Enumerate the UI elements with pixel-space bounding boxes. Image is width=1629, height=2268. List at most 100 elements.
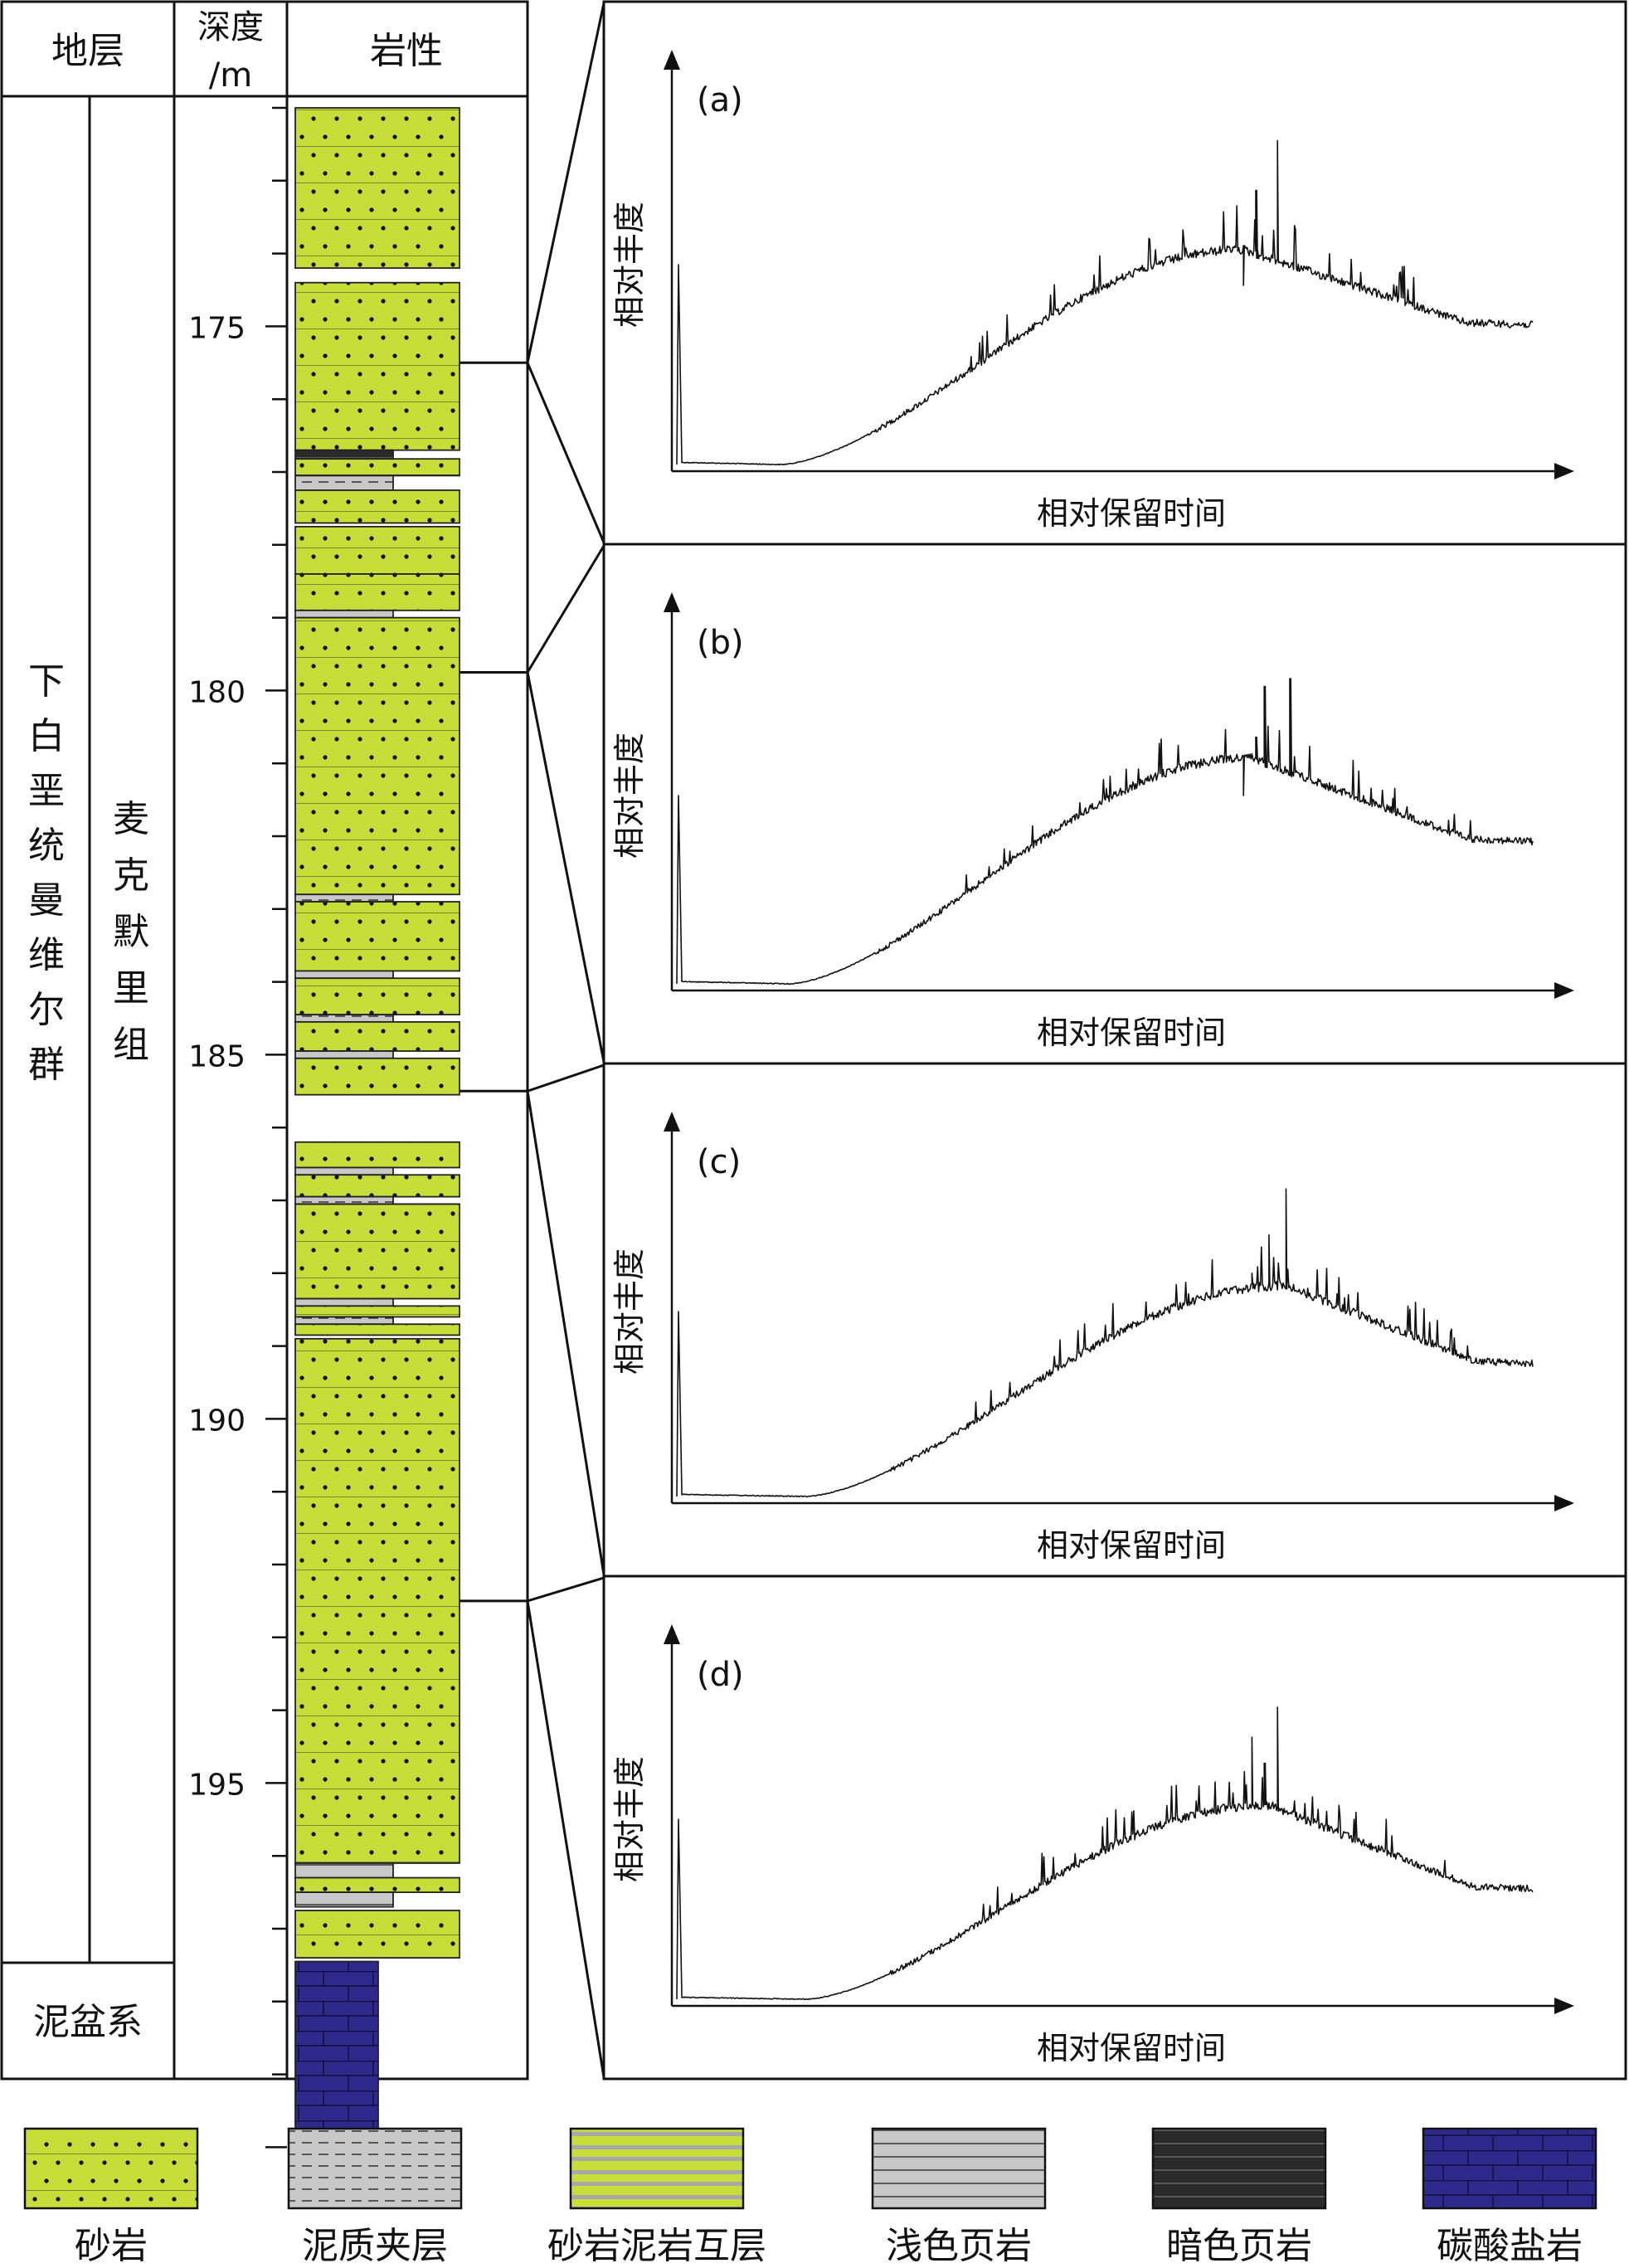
layer-sandstone — [294, 458, 460, 477]
layer-muddy-interlayer — [294, 1316, 394, 1326]
layer-sandstone — [294, 1141, 460, 1169]
legend-swatch — [23, 2127, 199, 2210]
link-line-upper — [460, 545, 605, 674]
depth-label: 185 — [188, 1039, 246, 1073]
depth-label: 190 — [188, 1404, 246, 1438]
legend-swatch — [871, 2127, 1047, 2210]
x-axis-label: 相对保留时间 — [1037, 2030, 1226, 2066]
y-axis-arrow-icon — [664, 1624, 680, 1644]
panel-frame — [602, 1574, 1627, 2081]
legend-swatch — [1151, 2127, 1327, 2210]
link-line-lower — [526, 1600, 605, 2078]
chromatogram-trace — [676, 1706, 1534, 2001]
legend-item-dark-shale: 暗色页岩 — [1151, 2127, 1327, 2267]
legend-swatch — [569, 2127, 745, 2210]
legend: 砂岩泥质夹层 砂岩泥岩互层 浅色页岩暗色页岩 碳酸盐岩 — [23, 2127, 1597, 2267]
legend-swatch — [287, 2127, 463, 2210]
layer-muddy-interlayer — [294, 609, 394, 619]
layer-muddy-interlayer — [294, 475, 394, 491]
x-axis-label: 相对保留时间 — [1037, 1015, 1226, 1051]
layer-sandstone — [294, 107, 460, 270]
legend-item-sandstone: 砂岩 — [23, 2127, 199, 2267]
y-axis-label: 相对丰度 — [611, 732, 648, 859]
panel-label: (c) — [697, 1143, 741, 1181]
layer-sandstone — [294, 1203, 460, 1300]
panel-frame — [602, 1062, 1627, 1578]
legend-item-carbonate: 碳酸盐岩 — [1422, 2127, 1597, 2267]
depth-label: 175 — [188, 311, 246, 345]
panel-frame — [602, 543, 1627, 1065]
legend-item-muddy-interlayer: 泥质夹层 — [287, 2127, 463, 2267]
y-axis-arrow-icon — [664, 1112, 680, 1132]
y-axis-arrow-icon — [664, 50, 680, 70]
chromatogram-trace — [676, 1188, 1534, 1498]
x-axis-arrow-icon — [1554, 463, 1574, 479]
link-line-lower — [526, 362, 605, 543]
layer-light-shale — [294, 1862, 394, 1879]
header-stratum: 地层 — [51, 30, 124, 72]
layer-sandstone — [294, 901, 460, 972]
y-axis-label: 相对丰度 — [611, 1756, 648, 1882]
chromatogram-panels: (a)相对保留时间相对丰度(b)相对保留时间相对丰度(c)相对保留时间相对丰度(… — [602, 0, 1627, 2081]
chromatogram-trace — [676, 139, 1534, 466]
layer-sandstone — [294, 281, 460, 451]
layer-sandstone — [294, 1910, 460, 1959]
depth-axis: 175 180 185 190 195 — [188, 106, 287, 2149]
link-line-upper — [460, 2, 605, 364]
layer-sandstone — [294, 1337, 460, 1864]
layer-sandstone — [294, 489, 460, 524]
layer-sandstone — [294, 1323, 460, 1336]
legend-swatch — [1422, 2127, 1597, 2210]
layer-sandstone — [294, 573, 460, 611]
legend-item-light-shale: 浅色页岩 — [871, 2127, 1047, 2267]
panel-label: (a) — [697, 81, 743, 119]
link-line-lower — [526, 1091, 605, 1575]
layer-muddy-interlayer — [294, 1166, 394, 1176]
legend-label: 暗色页岩 — [1166, 2225, 1312, 2267]
chromatogram-panel: (a) 相对保留时间 相对丰度 — [602, 0, 1627, 546]
layer-sandstone — [294, 1305, 460, 1318]
header-depth-line2: /m — [209, 56, 252, 95]
link-line-upper — [460, 1576, 605, 1603]
layer-dark-shale — [294, 449, 394, 460]
formation-label: 麦克默里组 — [113, 798, 149, 1066]
y-axis-label: 相对丰度 — [611, 202, 648, 328]
layer-light-shale — [294, 1891, 394, 1908]
layer-sandstone — [294, 977, 460, 1016]
layer-sandstone — [294, 1057, 460, 1096]
layer-muddy-interlayer — [294, 1050, 394, 1059]
x-axis-arrow-icon — [1554, 982, 1574, 999]
group-label: 下白垩统曼维尔群 — [28, 660, 65, 1086]
link-line-upper — [460, 1063, 605, 1093]
depth-label: 180 — [188, 675, 246, 709]
stratigraphic-column: 地层 深度 /m 岩性 下白垩统曼维尔群 麦克默里组 泥盆系 175180185… — [0, 0, 529, 2185]
y-axis-arrow-icon — [664, 592, 680, 612]
y-axis-label: 相对丰度 — [611, 1248, 648, 1375]
chromatogram-panel: (b) 相对保留时间 相对丰度 — [602, 543, 1627, 1065]
link-line-lower — [526, 672, 605, 1063]
legend-label: 泥质夹层 — [302, 2225, 448, 2267]
chromatogram-panel: (c) 相对保留时间 相对丰度 — [602, 1062, 1627, 1578]
layer-muddy-interlayer — [294, 893, 394, 903]
legend-label: 砂岩泥岩互层 — [547, 2225, 766, 2267]
x-axis-arrow-icon — [1554, 1495, 1574, 1511]
depth-label: 195 — [188, 1768, 246, 1802]
panel-frame — [602, 0, 1627, 546]
layer-sandstone — [294, 1174, 460, 1198]
panel-label: (d) — [697, 1656, 744, 1694]
x-axis-arrow-icon — [1554, 1998, 1574, 2014]
depth-link-lines — [460, 2, 605, 2078]
header-depth-line1: 深度 — [197, 8, 264, 46]
layer-muddy-interlayer — [294, 1297, 394, 1307]
legend-label: 碳酸盐岩 — [1437, 2225, 1583, 2267]
panel-label: (b) — [697, 624, 744, 662]
layer-muddy-interlayer — [294, 1195, 394, 1205]
layer-sandstone — [294, 1020, 460, 1052]
chromatogram-trace — [676, 678, 1534, 986]
layer-sandstone — [294, 525, 460, 575]
x-axis-label: 相对保留时间 — [1037, 1527, 1226, 1564]
column-frame — [0, 0, 529, 2081]
layer-sandstone — [294, 1876, 460, 1894]
x-axis-label: 相对保留时间 — [1037, 495, 1226, 532]
